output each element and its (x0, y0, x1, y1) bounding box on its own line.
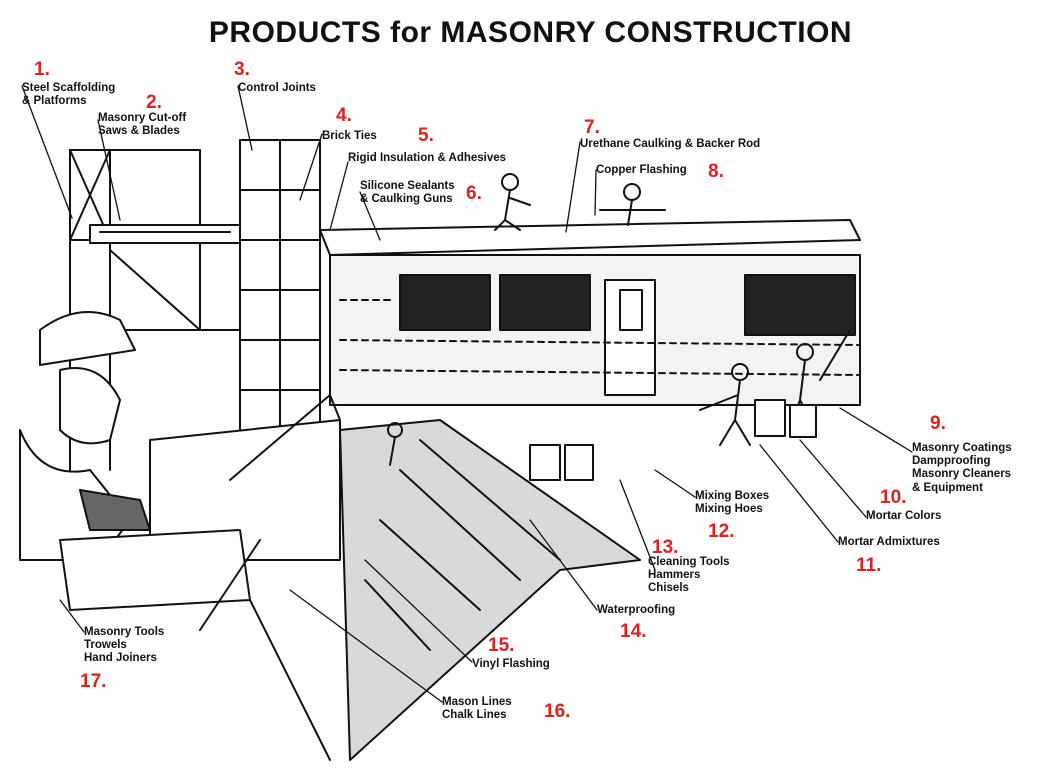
callout-number-14: 14. (620, 622, 646, 641)
callout-label-2: Masonry Cut-offSaws & Blades (98, 112, 186, 138)
callout-number-8: 8. (708, 162, 724, 181)
callout-number-1: 1. (34, 60, 50, 79)
callout-number-6: 6. (466, 184, 482, 203)
callout-number-17: 17. (80, 672, 106, 691)
building-wall-drawing (320, 220, 860, 405)
callout-label-4: Brick Ties (322, 130, 377, 143)
brick-column-drawing (240, 140, 320, 460)
callout-number-7: 7. (584, 118, 600, 137)
callout-number-16: 16. (544, 702, 570, 721)
callout-number-12: 12. (708, 522, 734, 541)
callout-label-5: Rigid Insulation & Adhesives (348, 152, 506, 165)
callout-number-9: 9. (930, 414, 946, 433)
callout-number-11: 11. (856, 556, 881, 575)
callout-label-3: Control Joints (238, 82, 316, 95)
callout-label-14: Waterproofing (597, 604, 675, 617)
callout-number-13: 13. (652, 538, 678, 557)
callout-label-10: Mortar Colors (866, 510, 941, 523)
callout-label-13: Cleaning ToolsHammersChisels (648, 556, 730, 596)
foreground-mason-drawing (20, 312, 150, 560)
callout-number-2: 2. (146, 93, 162, 112)
callout-label-7: Urethane Caulking & Backer Rod (580, 138, 760, 151)
callout-label-12: Mixing BoxesMixing Hoes (695, 490, 769, 516)
callout-label-1: Steel Scaffolding& Platforms (22, 82, 115, 108)
callout-label-15: Vinyl Flashing (472, 658, 550, 671)
callout-label-11: Mortar Admixtures (838, 536, 940, 549)
callout-number-10: 10. (880, 488, 906, 507)
callout-number-5: 5. (418, 126, 434, 145)
callout-label-16: Mason LinesChalk Lines (442, 696, 512, 722)
callout-number-15: 15. (488, 636, 514, 655)
callout-number-4: 4. (336, 106, 352, 125)
callout-label-8: Copper Flashing (596, 164, 687, 177)
foreground-wall-drawing (60, 395, 340, 760)
callout-label-6: Silicone Sealants& Caulking Guns (360, 180, 455, 206)
callout-number-3: 3. (234, 60, 250, 79)
callout-label-9: Masonry CoatingsDampproofingMasonry Clea… (912, 442, 1012, 495)
callout-label-17: Masonry ToolsTrowelsHand Joiners (84, 626, 164, 666)
roof-workers-drawing (495, 174, 665, 230)
